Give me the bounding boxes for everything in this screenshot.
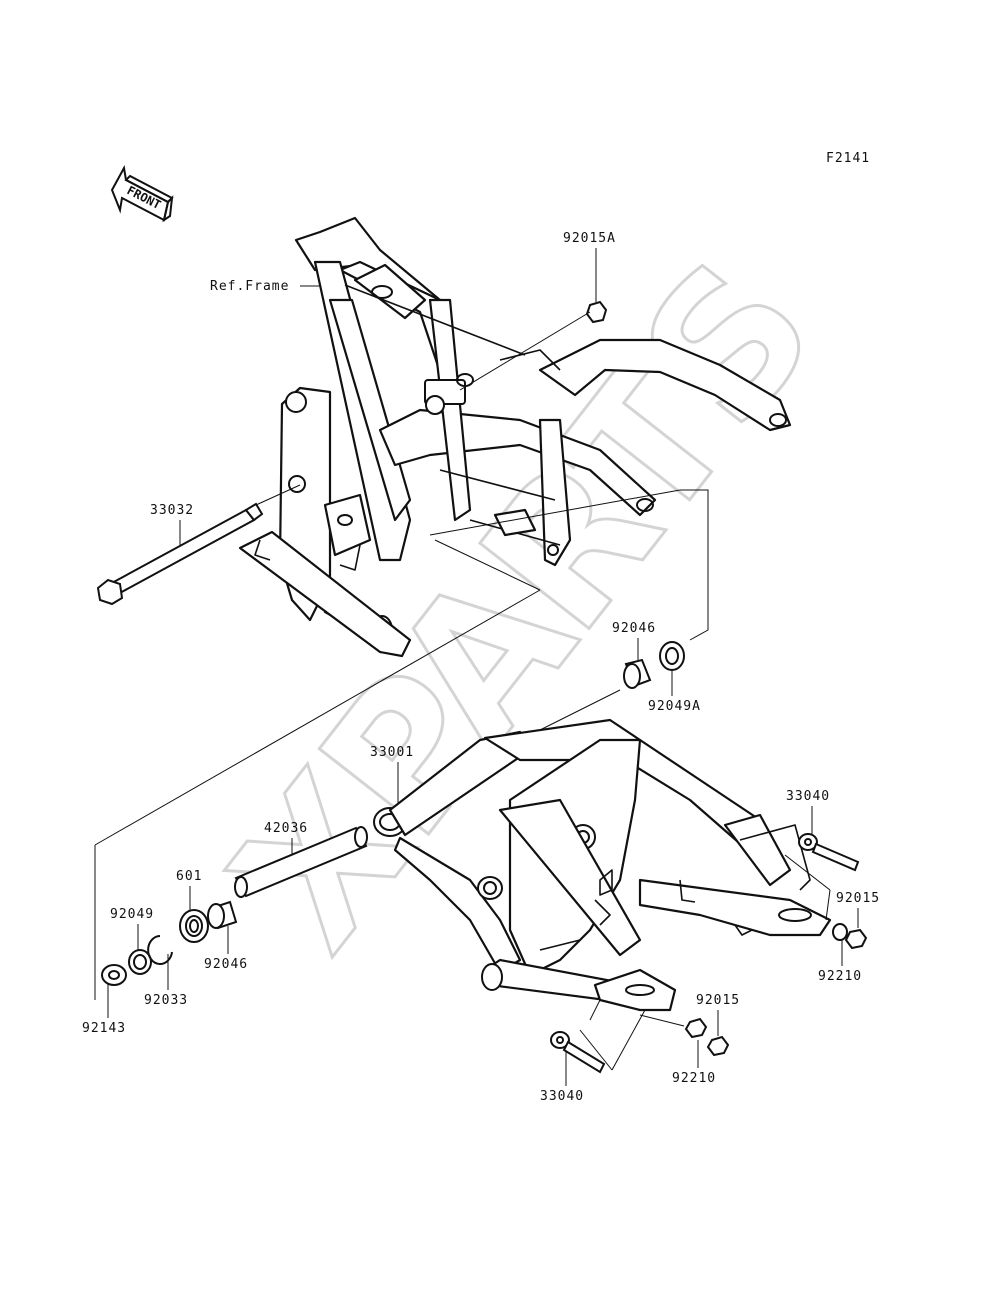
- collar-92210-bottom: [684, 1017, 708, 1039]
- frame-assembly: [238, 216, 792, 658]
- collar-92210-right: [832, 923, 848, 941]
- bearing-601: [179, 909, 209, 943]
- label-92049A: 92049A: [648, 699, 701, 714]
- label-92049: 92049: [110, 907, 154, 922]
- circlip-92033: [147, 935, 173, 965]
- swingarm-33001: [373, 718, 832, 1012]
- label-601: 601: [176, 869, 202, 884]
- label-ref-frame: Ref.Frame: [210, 279, 289, 294]
- label-92046-top: 92046: [612, 621, 656, 636]
- washer-92143: [101, 964, 127, 986]
- seal-92049A: [659, 641, 685, 671]
- bearing-92046-bottom: [207, 900, 238, 930]
- front-arrow-icon: FRONT: [110, 164, 174, 223]
- adjuster-33040-bottom: [550, 1031, 606, 1074]
- seal-92049: [128, 949, 152, 975]
- label-92015-right: 92015: [836, 891, 880, 906]
- label-92046-bottom: 92046: [204, 957, 248, 972]
- label-92015A: 92015A: [563, 231, 616, 246]
- collar-42036: [234, 826, 368, 898]
- pivot-shaft-33032: [96, 484, 301, 606]
- label-33001: 33001: [370, 745, 414, 760]
- label-92033: 92033: [144, 993, 188, 1008]
- label-33040-bottom: 33040: [540, 1089, 584, 1104]
- nut-92015-bottom: [706, 1035, 730, 1057]
- adjuster-33040-right: [798, 833, 860, 872]
- label-92210-right: 92210: [818, 969, 862, 984]
- nut-92015-right: [844, 928, 868, 950]
- label-92143: 92143: [82, 1021, 126, 1036]
- label-33040-right: 33040: [786, 789, 830, 804]
- label-92210-bottom: 92210: [672, 1071, 716, 1086]
- figure-code: F2141: [826, 151, 870, 166]
- label-92015-bottom: 92015: [696, 993, 740, 1008]
- label-33032: 33032: [150, 503, 194, 518]
- label-42036: 42036: [264, 821, 308, 836]
- bearing-92046-top: [623, 658, 652, 689]
